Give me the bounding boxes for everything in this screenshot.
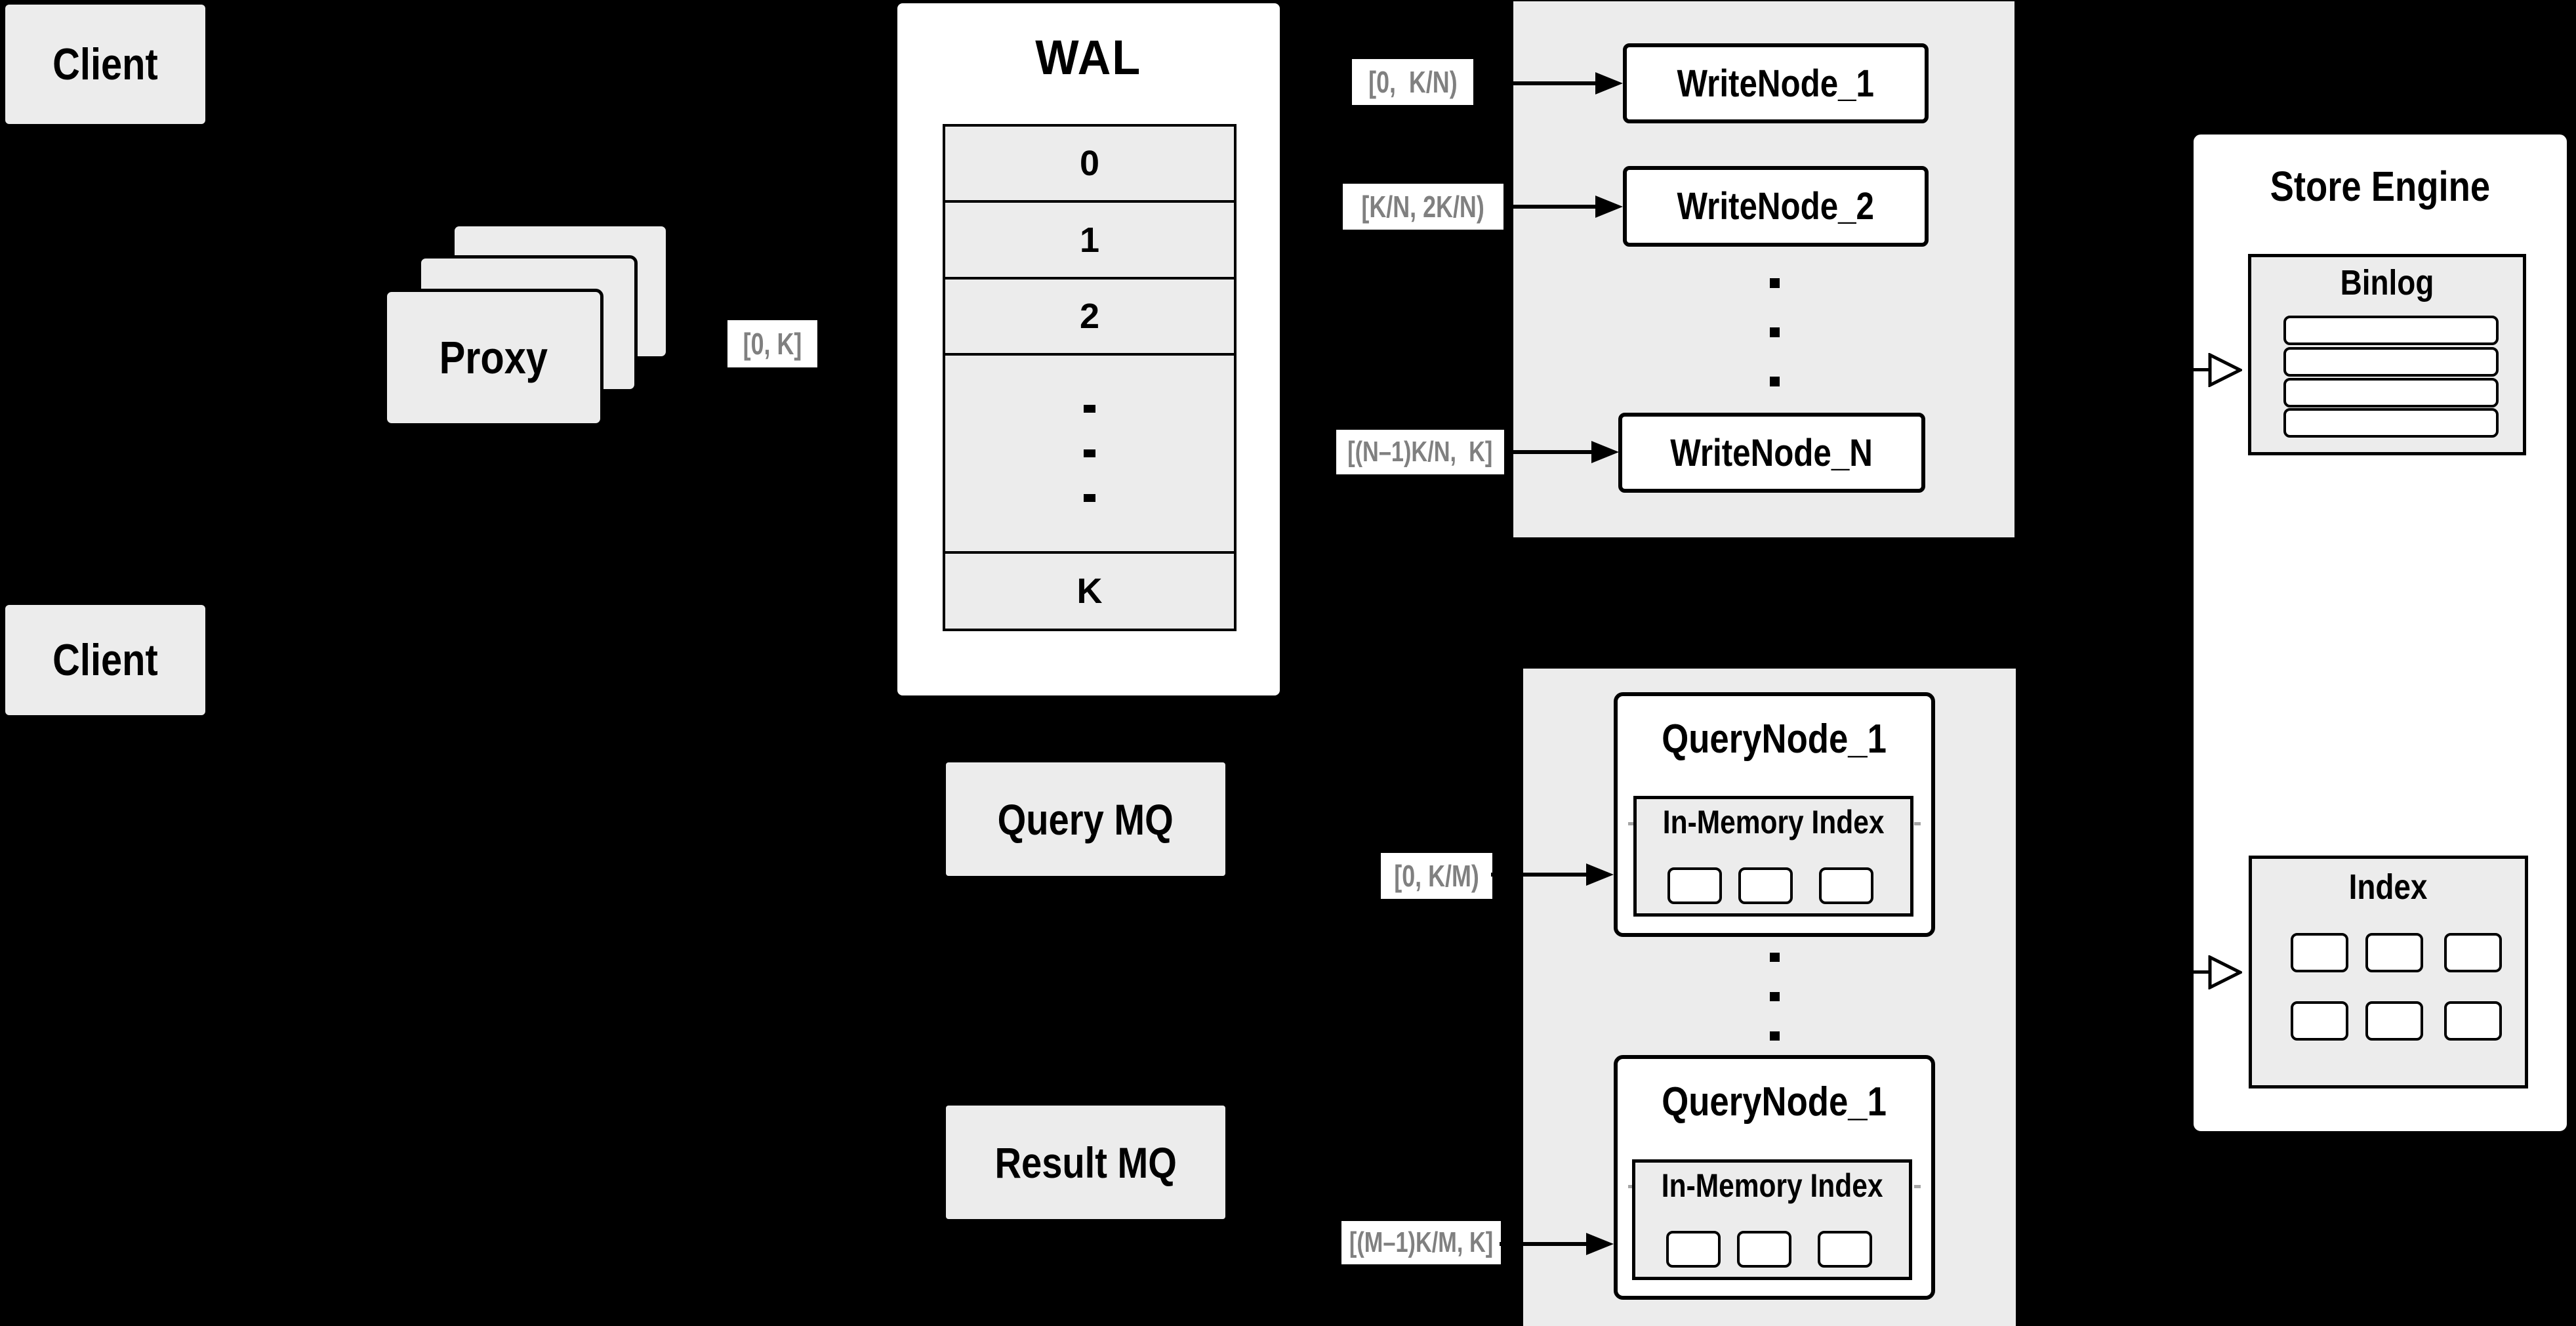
arrow-shaft	[1476, 81, 1595, 85]
vertical-ellipsis-icon	[1084, 405, 1095, 503]
proxy-label: Proxy	[439, 332, 548, 383]
query-node-1-title-row: QueryNode_1	[1618, 716, 1931, 762]
index-box: Index	[2249, 856, 2528, 1088]
index-segment	[2365, 933, 2423, 972]
wal-row-0: 0	[945, 127, 1234, 203]
vertical-ellipsis-icon	[1601, 953, 1948, 1041]
client-bottom-label: Client	[52, 635, 158, 685]
store-engine-title: Store Engine	[2270, 163, 2491, 210]
query-mq-node: Query MQ	[946, 762, 1225, 876]
in-memory-index-box: In-Memory Index	[1632, 1159, 1912, 1280]
hollow-arrow-icon	[2208, 955, 2242, 989]
solid-arrow-icon	[1595, 196, 1623, 218]
interval-label-write-2: [K/N, 2K/N)	[1343, 184, 1503, 230]
arrow-shaft	[2153, 970, 2209, 974]
interval-label-write-1: [0, K/N)	[1352, 59, 1473, 105]
interval-label-query-m: [(M–1)K/M, K]	[1341, 1221, 1501, 1264]
binlog-segment	[2283, 347, 2499, 377]
in-memory-index-title: In-Memory Index	[1661, 1167, 1883, 1204]
arrow-shaft	[1500, 1242, 1586, 1246]
arrow-shaft	[2153, 368, 2209, 371]
index-title: Index	[2349, 867, 2428, 907]
memory-segment	[1667, 867, 1722, 904]
write-node-2-label: WriteNode_2	[1677, 185, 1875, 228]
binlog-segment	[2283, 316, 2499, 345]
interval-label-write-n: [(N–1)K/N, K]	[1336, 430, 1504, 474]
wal-row-2: 2	[945, 280, 1234, 356]
hollow-arrow-icon	[2208, 353, 2242, 387]
binlog-box: Binlog	[2248, 254, 2526, 455]
index-title-row: Index	[2252, 867, 2525, 907]
write-node-1: WriteNode_1	[1623, 43, 1929, 123]
memory-segment	[1666, 1231, 1721, 1268]
interval-label-write-n-text: [(N–1)K/N, K]	[1347, 436, 1493, 468]
result-mq-node: Result MQ	[946, 1106, 1225, 1219]
arrow-shaft	[1506, 205, 1595, 209]
wal-panel: WAL 0 1 2 K	[897, 3, 1280, 695]
interval-label-proxy-wal-text: [0, K]	[743, 327, 802, 361]
query-node-2-title: QueryNode_1	[1662, 1079, 1887, 1125]
interval-label-write-1-text: [0, K/N)	[1368, 65, 1458, 99]
client-top-node: Client	[5, 5, 205, 124]
interval-label-query-1-text: [0, K/M)	[1394, 859, 1479, 893]
index-segment	[2444, 1001, 2502, 1041]
result-mq-label: Result MQ	[994, 1138, 1177, 1187]
memory-segment	[1738, 867, 1793, 904]
wal-title: WAL	[1035, 30, 1142, 85]
interval-label-proxy-wal: [0, K]	[727, 320, 817, 367]
in-memory-index-box: In-Memory Index	[1633, 796, 1913, 917]
memory-segment	[1818, 1231, 1872, 1268]
write-node-n-label: WriteNode_N	[1670, 431, 1873, 474]
client-top-label: Client	[52, 39, 158, 89]
in-memory-index-title-row: In-Memory Index	[1637, 803, 1910, 841]
wal-row-2-label: 2	[1079, 297, 1100, 336]
wal-table: 0 1 2 K	[943, 124, 1237, 631]
query-mq-label: Query MQ	[997, 795, 1174, 844]
wal-row-k: K	[945, 554, 1234, 629]
wal-row-0-label: 0	[1079, 144, 1100, 183]
binlog-segment	[2283, 378, 2499, 407]
binlog-title: Binlog	[2340, 263, 2434, 302]
arrow-shaft	[1507, 450, 1591, 454]
vertical-ellipsis-icon	[1601, 278, 1948, 386]
store-engine-title-row: Store Engine	[2194, 162, 2567, 211]
query-node-2-title-row: QueryNode_1	[1618, 1079, 1931, 1125]
interval-label-write-2-text: [K/N, 2K/N)	[1361, 190, 1485, 224]
in-memory-index-title-row: In-Memory Index	[1635, 1167, 1909, 1205]
client-bottom-node: Client	[5, 605, 205, 715]
memory-segment	[1737, 1231, 1791, 1268]
proxy-node: Proxy	[384, 289, 603, 426]
wal-row-1-label: 1	[1079, 220, 1100, 260]
query-node-1-title: QueryNode_1	[1662, 716, 1887, 762]
write-node-2: WriteNode_2	[1623, 166, 1929, 247]
wal-row-1: 1	[945, 203, 1234, 280]
binlog-segment	[2283, 408, 2499, 438]
query-node-1: QueryNode_1 In-Memory Index	[1614, 692, 1935, 937]
memory-segment	[1819, 867, 1873, 904]
wal-row-k-label: K	[1076, 571, 1103, 611]
in-memory-index-title: In-Memory Index	[1662, 804, 1885, 840]
solid-arrow-icon	[1591, 441, 1619, 463]
arrow-shaft	[1491, 873, 1586, 877]
store-engine-panel: Store Engine Binlog Index	[2189, 130, 2571, 1136]
wal-title-row: WAL	[897, 30, 1280, 85]
index-segment	[2444, 933, 2502, 972]
write-node-1-label: WriteNode_1	[1677, 62, 1875, 105]
write-node-n: WriteNode_N	[1618, 413, 1925, 493]
solid-arrow-icon	[1595, 72, 1623, 94]
index-segment	[2365, 1001, 2423, 1041]
query-node-2: QueryNode_1 In-Memory Index	[1614, 1055, 1935, 1300]
solid-arrow-icon	[1586, 1233, 1614, 1255]
interval-label-query-1: [0, K/M)	[1381, 853, 1492, 899]
solid-arrow-icon	[1586, 863, 1614, 886]
index-segment	[2291, 1001, 2348, 1041]
binlog-title-row: Binlog	[2251, 262, 2523, 303]
index-segment	[2291, 933, 2348, 972]
interval-label-query-m-text: [(M–1)K/M, K]	[1349, 1226, 1494, 1258]
wal-row-ellipsis	[945, 356, 1234, 554]
